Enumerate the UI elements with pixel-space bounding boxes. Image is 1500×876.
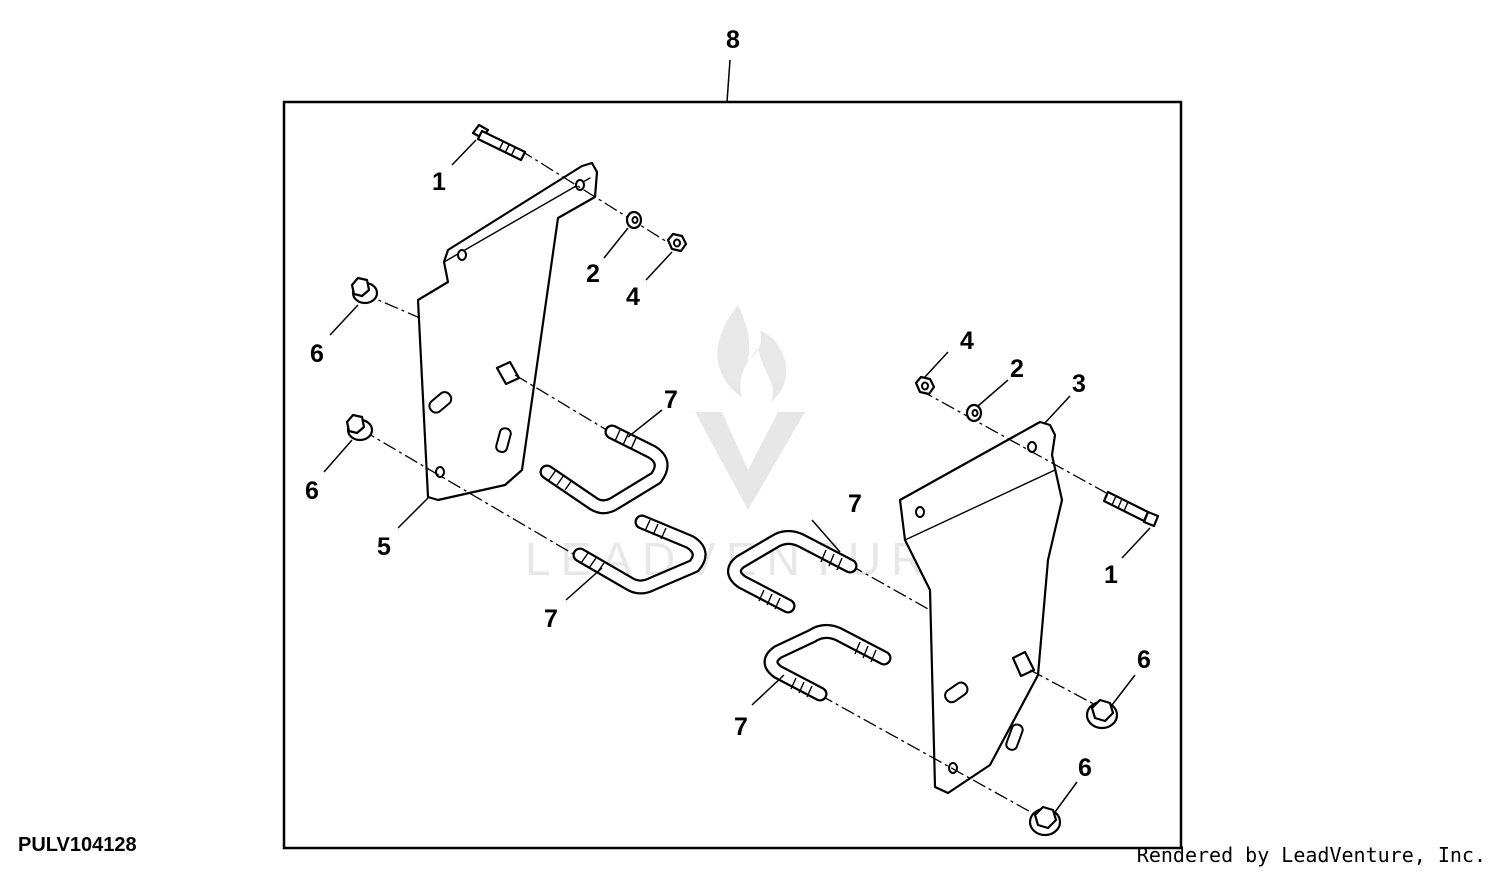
callout-7-upper-left: 7	[664, 386, 678, 414]
callout-5: 5	[377, 533, 391, 561]
callout-7-lower-left: 7	[544, 605, 558, 633]
callout-1-right: 1	[1104, 561, 1118, 589]
nut-part-4-left	[666, 232, 688, 253]
callout-6-upper-left: 6	[310, 340, 324, 368]
u-bolt-part-7-upper-right	[727, 529, 858, 614]
assembly-centerlines	[361, 149, 1111, 821]
assembly-frame	[282, 100, 1183, 850]
right-bracket-part-3	[898, 420, 1064, 795]
callout-7-upper-right: 7	[848, 490, 862, 518]
washer-part-2-left	[625, 210, 643, 230]
bolt-part-1-right	[1102, 490, 1160, 528]
callout-4-right: 4	[960, 327, 974, 355]
nut-part-4-right	[914, 375, 936, 396]
callout-1-left: 1	[432, 168, 446, 196]
flange-nut-part-6-upper-left	[350, 276, 379, 305]
callout-6-upper-right: 6	[1137, 646, 1151, 674]
figure-id: PULV104128	[18, 834, 137, 856]
callout-7-lower-right: 7	[734, 713, 748, 741]
flange-nut-part-6-upper-right	[1085, 698, 1119, 730]
callout-8-assembly: 8	[726, 26, 740, 54]
render-credit: Rendered by LeadVenture, Inc.	[1136, 843, 1486, 867]
callout-4-left: 4	[626, 283, 640, 311]
u-bolt-part-7-lower-left	[572, 514, 707, 595]
callout-2-right: 2	[1010, 355, 1024, 383]
callout-6-lower-right: 6	[1078, 754, 1092, 782]
callout-leaders	[323, 139, 1151, 813]
u-bolt-part-7-upper-left	[539, 424, 669, 515]
flange-nut-part-6-lower-right	[1028, 805, 1062, 837]
callout-labels: 1 2 4 6 6 5 7 7 4 2 3 1 7 7 6 6	[305, 168, 1151, 782]
left-bracket-part-5	[416, 161, 599, 502]
u-bolt-part-7-lower-right	[763, 623, 892, 702]
washer-part-2-right	[965, 403, 983, 423]
flange-nut-part-6-lower-left	[345, 413, 374, 442]
callout-6-lower-left: 6	[305, 477, 319, 505]
callout-3: 3	[1072, 370, 1086, 398]
bolt-part-1-left	[471, 123, 527, 162]
callout-2-left: 2	[586, 260, 600, 288]
